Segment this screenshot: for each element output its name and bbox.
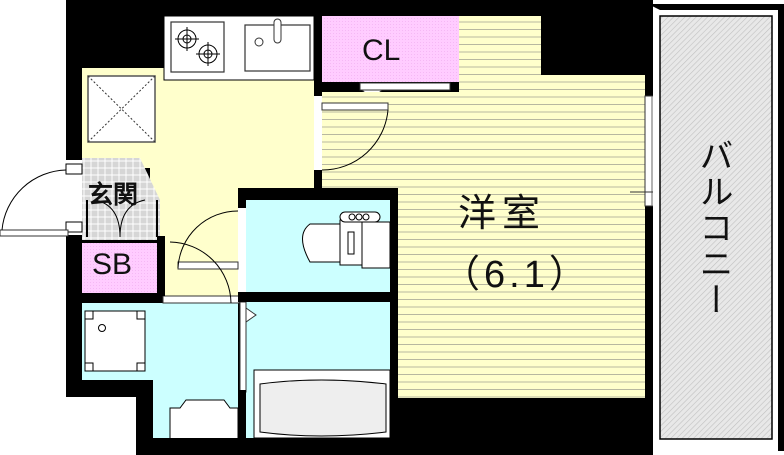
washing-machine-icon [84,310,146,372]
entrance-label: 玄関 [88,180,139,209]
closet-label: CL [362,34,401,67]
western-room-label: 洋室 [458,191,547,235]
shoe-box-label: SB [92,248,133,281]
toilet-room [238,200,391,292]
toilet-door [177,210,239,270]
washbasin-icon [169,399,239,438]
closet [322,16,459,101]
bathroom [239,301,391,439]
stove-burner-icon [175,27,220,66]
interior-walls [82,16,398,438]
balcony [648,4,784,455]
western-room [322,16,645,398]
entrance-floor [82,158,160,240]
western-room-size: （6.1） [442,254,591,296]
washroom [82,241,240,438]
refrigerator-space-icon [87,75,156,143]
kitchen-counter [163,15,315,81]
entrance-door [0,160,83,237]
room-door [314,96,389,188]
shoe-box [82,243,157,293]
balcony-label: バルコニー [693,138,733,318]
